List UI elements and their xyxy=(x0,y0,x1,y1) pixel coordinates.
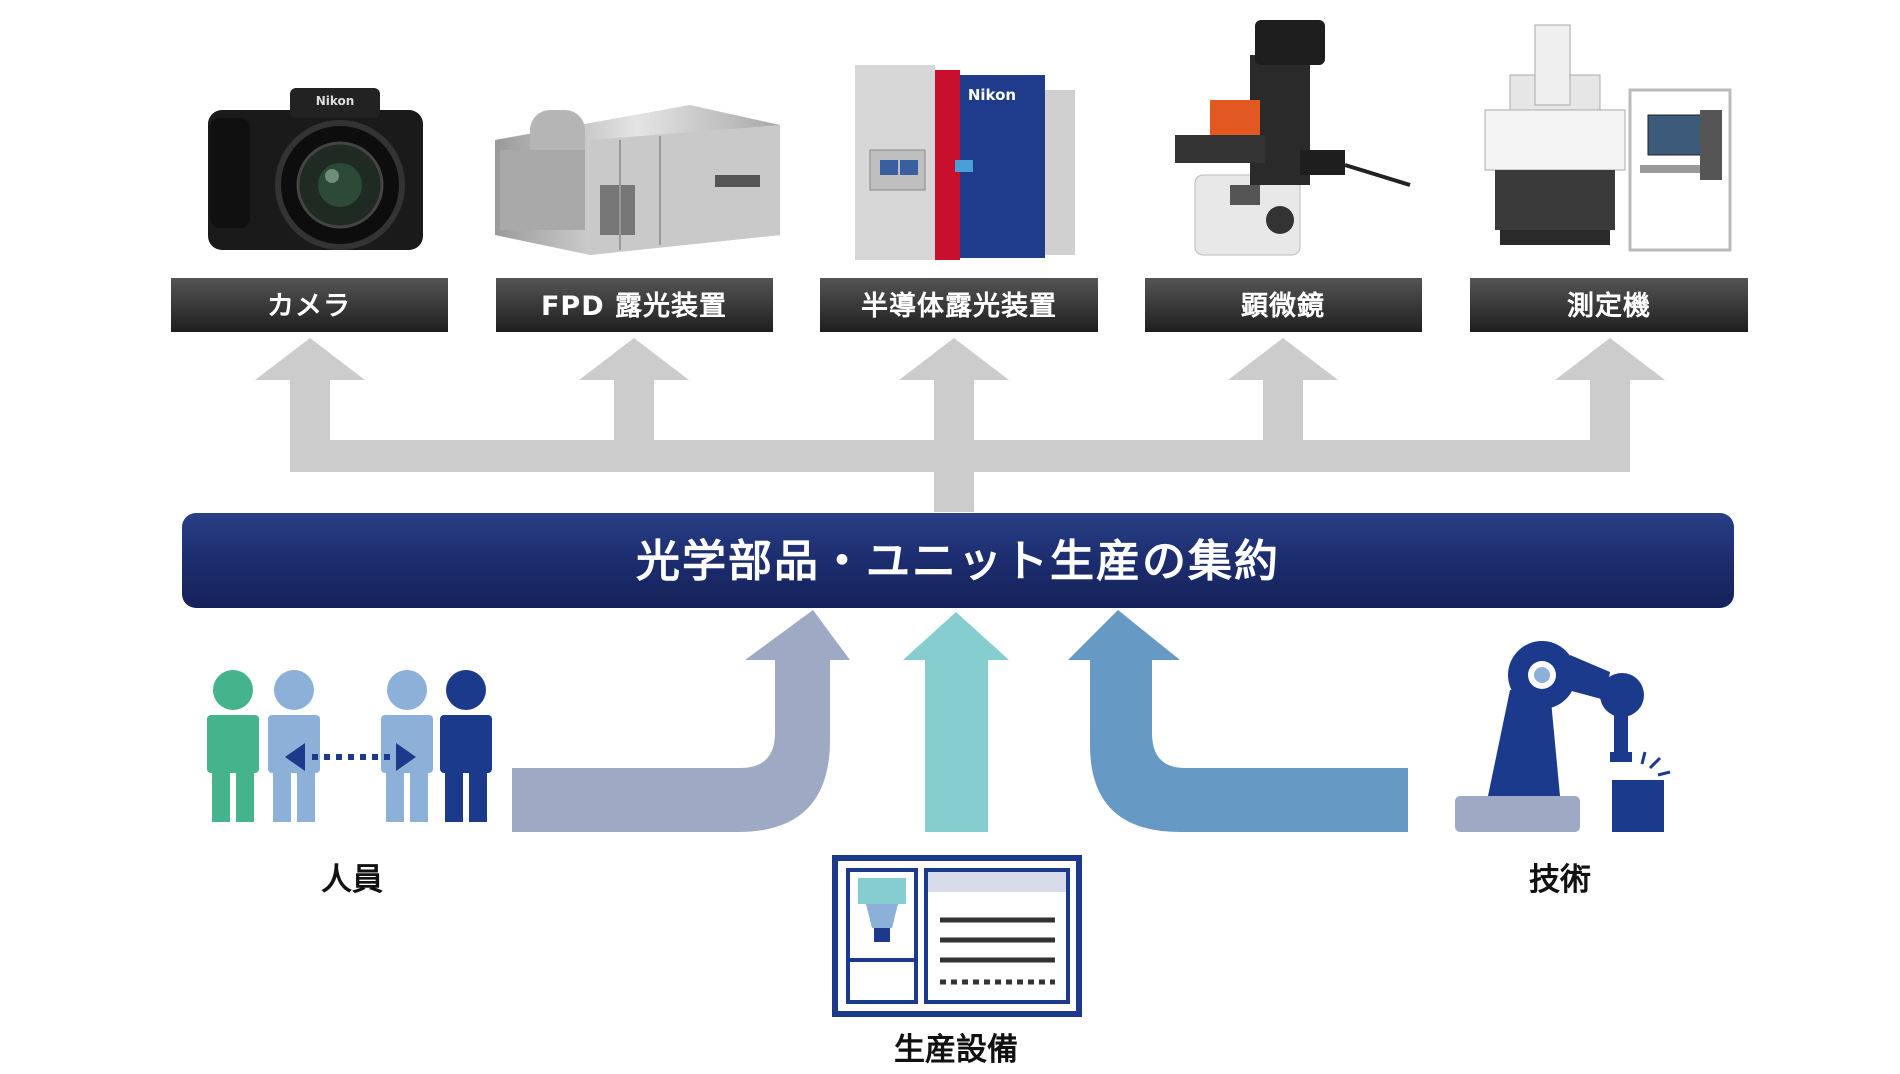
product-label-camera: カメラ xyxy=(171,278,448,332)
equipment-caption: 生産設備 xyxy=(894,1032,1018,1068)
svg-text:測定機: 測定機 xyxy=(1567,290,1651,322)
svg-text:カメラ: カメラ xyxy=(267,291,351,322)
production-equipment-icon xyxy=(832,855,1082,1017)
distribution-arrows xyxy=(255,338,1665,512)
robot-arm-icon xyxy=(1455,641,1671,832)
camera-image: Nikon xyxy=(208,88,423,250)
people-caption: 人員 xyxy=(321,862,383,898)
svg-text:半導体露光装置: 半導体露光装置 xyxy=(861,290,1057,322)
camera-brand: Nikon xyxy=(316,94,355,108)
product-label-microscope: 顕微鏡 xyxy=(1145,278,1422,332)
product-label-semiconductor: 半導体露光装置 xyxy=(820,278,1098,332)
semiconductor-system-image: Nikon xyxy=(855,65,1075,260)
center-band-label: 光学部品・ユニット生産の集約 xyxy=(636,536,1280,587)
microscope-image xyxy=(1175,20,1411,256)
center-band: 光学部品・ユニット生産の集約 xyxy=(182,513,1734,608)
product-label-fpd: FPD 露光装置 xyxy=(496,278,773,332)
svg-text:顕微鏡: 顕微鏡 xyxy=(1241,290,1325,322)
svg-text:FPD 露光装置: FPD 露光装置 xyxy=(541,291,727,322)
fpd-system-image xyxy=(495,105,780,255)
people-arrow xyxy=(512,610,850,832)
measuring-instrument-image xyxy=(1484,24,1732,252)
technology-caption: 技術 xyxy=(1529,862,1591,898)
people-icon xyxy=(207,670,492,822)
product-label-measuring: 測定機 xyxy=(1470,278,1748,332)
technology-arrow xyxy=(1068,610,1408,832)
equipment-arrow xyxy=(903,612,1009,832)
semiconductor-brand: Nikon xyxy=(968,86,1016,104)
